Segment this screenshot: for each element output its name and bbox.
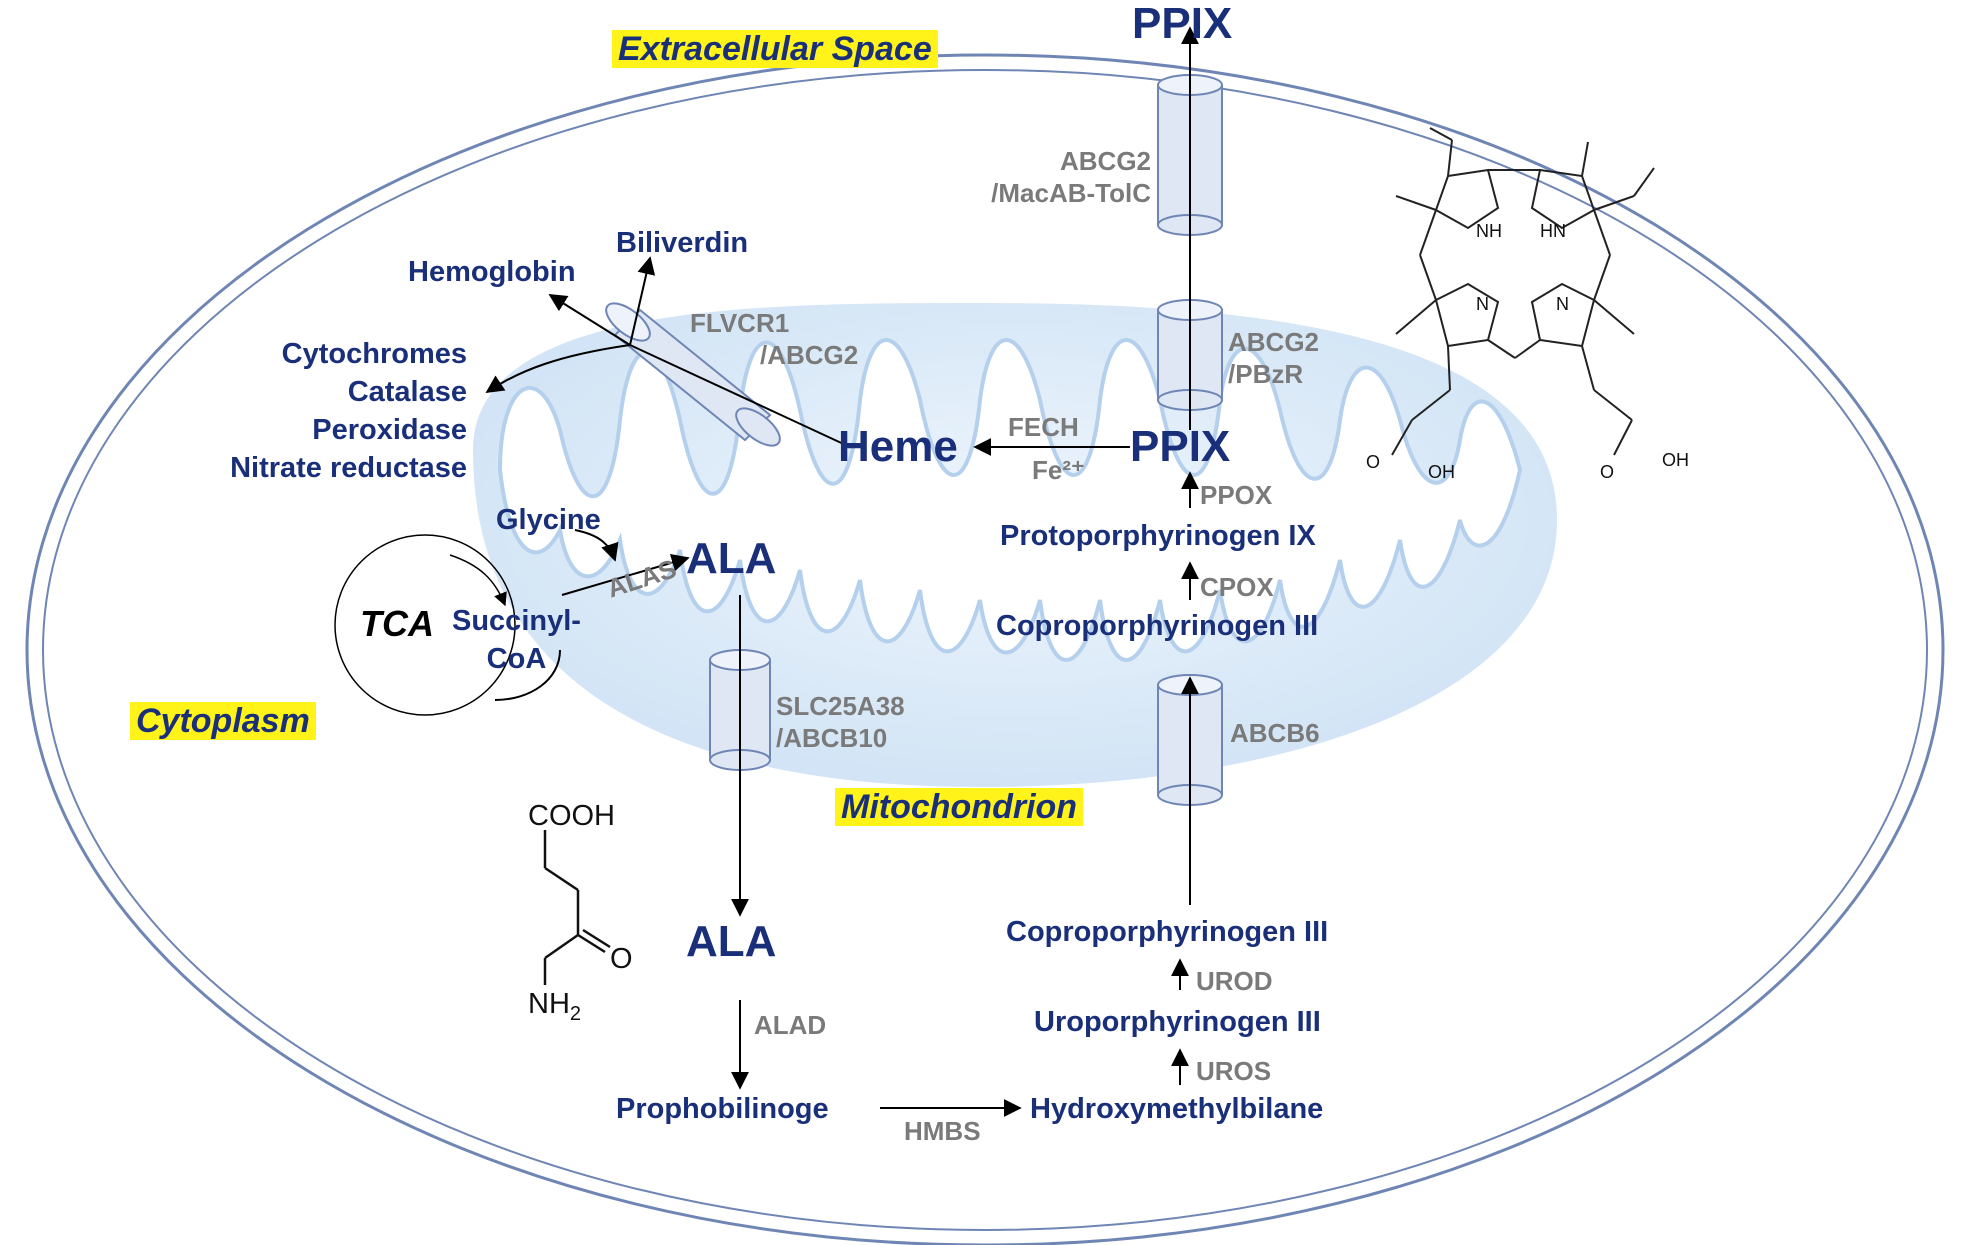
slc25a38-label: SLC25A38 /ABCB10 [776,691,905,753]
ppix-oh2-label: OH [1662,450,1689,470]
ppix-o1-label: O [1366,452,1381,472]
hemoprotein-cytochromes: Cytochromes [281,338,467,370]
ppix-extracellular-label: PPIX [1132,0,1233,48]
alad-label: ALAD [754,1010,827,1040]
uros-label: UROS [1196,1056,1272,1086]
prophobilinoge-label: Prophobilinoge [616,1093,829,1125]
ala-structure [543,830,611,985]
tca-arrow [449,554,507,607]
ala-nh2-label: NH2 [528,988,582,1025]
region-cytoplasm-label: Cytoplasm [130,702,316,740]
region-extracellular-label: Extracellular Space [612,30,938,68]
protoporphyrinogen-label: Protoporphyrinogen IX [1000,520,1316,552]
coproporphyrinogen-cyto-label: Coproporphyrinogen III [1006,916,1329,948]
fe2-label: Fe²⁺ [1032,455,1085,485]
hemoprotein-nitrate-reductase: Nitrate reductase [230,452,467,484]
tca-cycle [334,534,516,716]
abcg2-pbzr-label: ABCG2 /PBzR [1228,327,1320,389]
ppix-nh-label: NH [1476,221,1502,241]
abcg2-macab-label: ABCG2 /MacAB-TolC [991,146,1151,208]
ppix-n2-label: N [1556,294,1569,314]
ppox-label: PPOX [1200,480,1273,510]
hemoprotein-catalase: Catalase [347,376,467,408]
heme-label: Heme [838,422,958,471]
abcb6-label: ABCB6 [1230,718,1320,748]
coproporphyrinogen-mito-label: Coproporphyrinogen III [996,610,1319,642]
ppix-structure [1391,127,1655,456]
hemoglobin-label: Hemoglobin [408,256,576,288]
tca-label: TCA [360,603,434,644]
succinyl-coa-label: Succinyl- CoA [452,605,581,675]
hmbs-label: HMBS [904,1116,981,1146]
ppix-n1-label: N [1476,294,1489,314]
hemoproteins-list: Cytochromes Catalase Peroxidase Nitrate … [230,335,467,487]
pathway-arrows [485,26,1199,1117]
fech-label: FECH [1008,412,1079,442]
cpox-label: CPOX [1200,572,1274,602]
cell-membrane-inner [42,69,1928,1231]
flvcr1-label: FLVCR1 /ABCG2 [690,308,859,370]
ppix-mito-label: PPIX [1130,422,1231,471]
urod-label: UROD [1196,966,1273,996]
ppix-hn-label: HN [1540,221,1566,241]
biliverdin-label: Biliverdin [616,227,749,259]
ppix-o2-label: O [1600,462,1615,482]
ppix-oh1-label: OH [1428,462,1455,482]
region-mitochondrion-label: Mitochondrion [835,788,1084,826]
ala-cooh-label: COOH [528,800,615,832]
hemoprotein-peroxidase: Peroxidase [312,414,467,446]
ala-o-label: O [610,943,633,975]
glycine-label: Glycine [496,504,601,536]
ala-mito-label: ALA [686,534,777,583]
ala-cyto-label: ALA [686,917,777,966]
hydroxymethylbilane-label: Hydroxymethylbilane [1030,1093,1324,1125]
uroporphyrinogen-label: Uroporphyrinogen III [1034,1006,1321,1038]
